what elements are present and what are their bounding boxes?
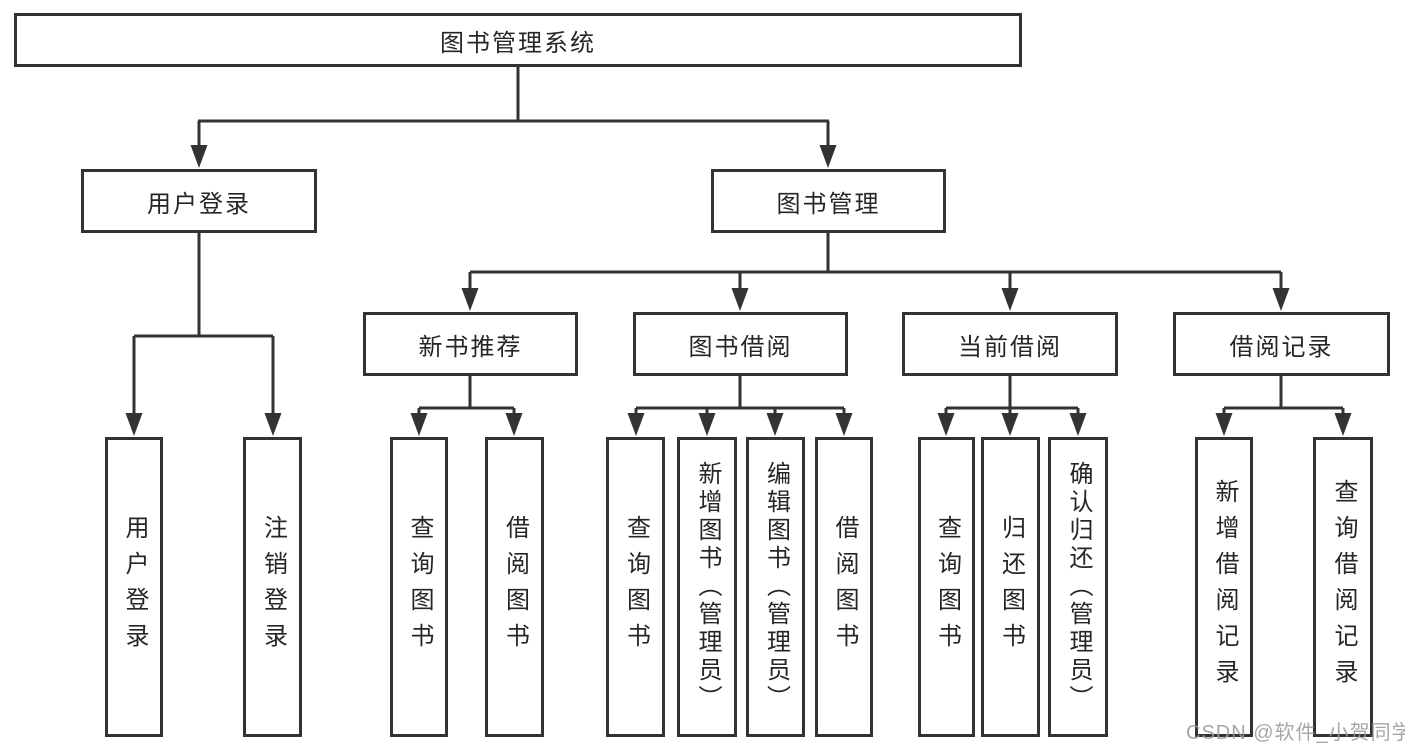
arrowhead <box>461 288 479 311</box>
connector-mgmt-branch <box>468 233 1283 294</box>
node-library-system: 图书管理系统 <box>14 13 1022 67</box>
leaf-br-query-record: 查询借阅记录 <box>1313 437 1373 737</box>
arrowhead <box>819 145 837 168</box>
node-label: 注销登录 <box>259 515 287 659</box>
node-label: 图书管理 <box>776 190 881 218</box>
node-label: 图书管理系统 <box>440 29 596 57</box>
arrowhead <box>1069 413 1087 436</box>
leaf-nb-query-books: 查询图书 <box>390 437 448 737</box>
arrowhead <box>731 288 749 311</box>
arrowhead <box>835 413 853 436</box>
node-book-borrowing: 图书借阅 <box>633 312 848 376</box>
arrowhead <box>766 413 784 436</box>
arrowhead <box>937 413 955 436</box>
node-label: 查询图书 <box>933 515 961 659</box>
node-current-borrowing: 当前借阅 <box>902 312 1118 376</box>
leaf-bb-edit-books-admin: 编辑图书（管理员） <box>746 437 805 737</box>
node-label: 用户登录 <box>147 190 251 218</box>
arrowhead <box>1334 413 1352 436</box>
leaf-bb-add-books-admin: 新增图书（管理员） <box>677 437 737 737</box>
node-label: 确认归还（管理员） <box>1065 461 1092 713</box>
arrowhead <box>627 413 645 436</box>
node-label: 归还图书 <box>997 515 1025 659</box>
node-label: 当前借阅 <box>958 333 1062 361</box>
node-label: 借阅记录 <box>1229 333 1334 361</box>
csdn-watermark: CSDN @软件_小贺同学 <box>1186 722 1405 744</box>
arrowhead <box>125 413 143 436</box>
leaf-br-add-record: 新增借阅记录 <box>1195 437 1253 737</box>
node-label: 查询图书 <box>406 515 433 659</box>
leaf-logout: 注销登录 <box>243 437 302 737</box>
node-label: 查询图书 <box>622 515 650 659</box>
node-label: 新增图书（管理员） <box>694 461 721 713</box>
node-book-management: 图书管理 <box>711 169 946 233</box>
arrowhead <box>264 413 282 436</box>
node-label: 用户登录 <box>121 515 148 659</box>
arrowhead <box>190 145 208 168</box>
arrowhead <box>698 413 716 436</box>
arrowhead <box>1272 288 1290 311</box>
connector-user-branch <box>132 233 275 418</box>
node-label: 新书推荐 <box>418 333 523 361</box>
arrowhead <box>1215 413 1233 436</box>
leaf-bb-query-books: 查询图书 <box>606 437 665 737</box>
node-label: 借阅图书 <box>501 515 529 659</box>
connector-root-split <box>197 67 830 150</box>
leaf-cb-confirm-return-admin: 确认归还（管理员） <box>1048 437 1108 737</box>
node-label: 编辑图书（管理员） <box>762 461 790 713</box>
arrowhead <box>505 413 523 436</box>
arrowhead <box>1001 413 1019 436</box>
node-user-login-group: 用户登录 <box>81 169 317 233</box>
leaf-user-login: 用户登录 <box>105 437 163 737</box>
node-new-book-recommend: 新书推荐 <box>363 312 578 376</box>
connector-leaf-branches <box>417 376 1345 420</box>
node-label: 借阅图书 <box>831 515 858 659</box>
node-label: 新增借阅记录 <box>1211 479 1238 695</box>
node-label: 图书借阅 <box>688 333 793 361</box>
arrowhead <box>410 413 428 436</box>
node-borrow-records: 借阅记录 <box>1173 312 1390 376</box>
arrowhead <box>1001 288 1019 311</box>
leaf-bb-borrow-books: 借阅图书 <box>815 437 873 737</box>
leaf-nb-borrow-books: 借阅图书 <box>485 437 544 737</box>
leaf-cb-return-books: 归还图书 <box>981 437 1040 737</box>
leaf-cb-query-books: 查询图书 <box>918 437 975 737</box>
node-label: 查询借阅记录 <box>1330 479 1357 695</box>
